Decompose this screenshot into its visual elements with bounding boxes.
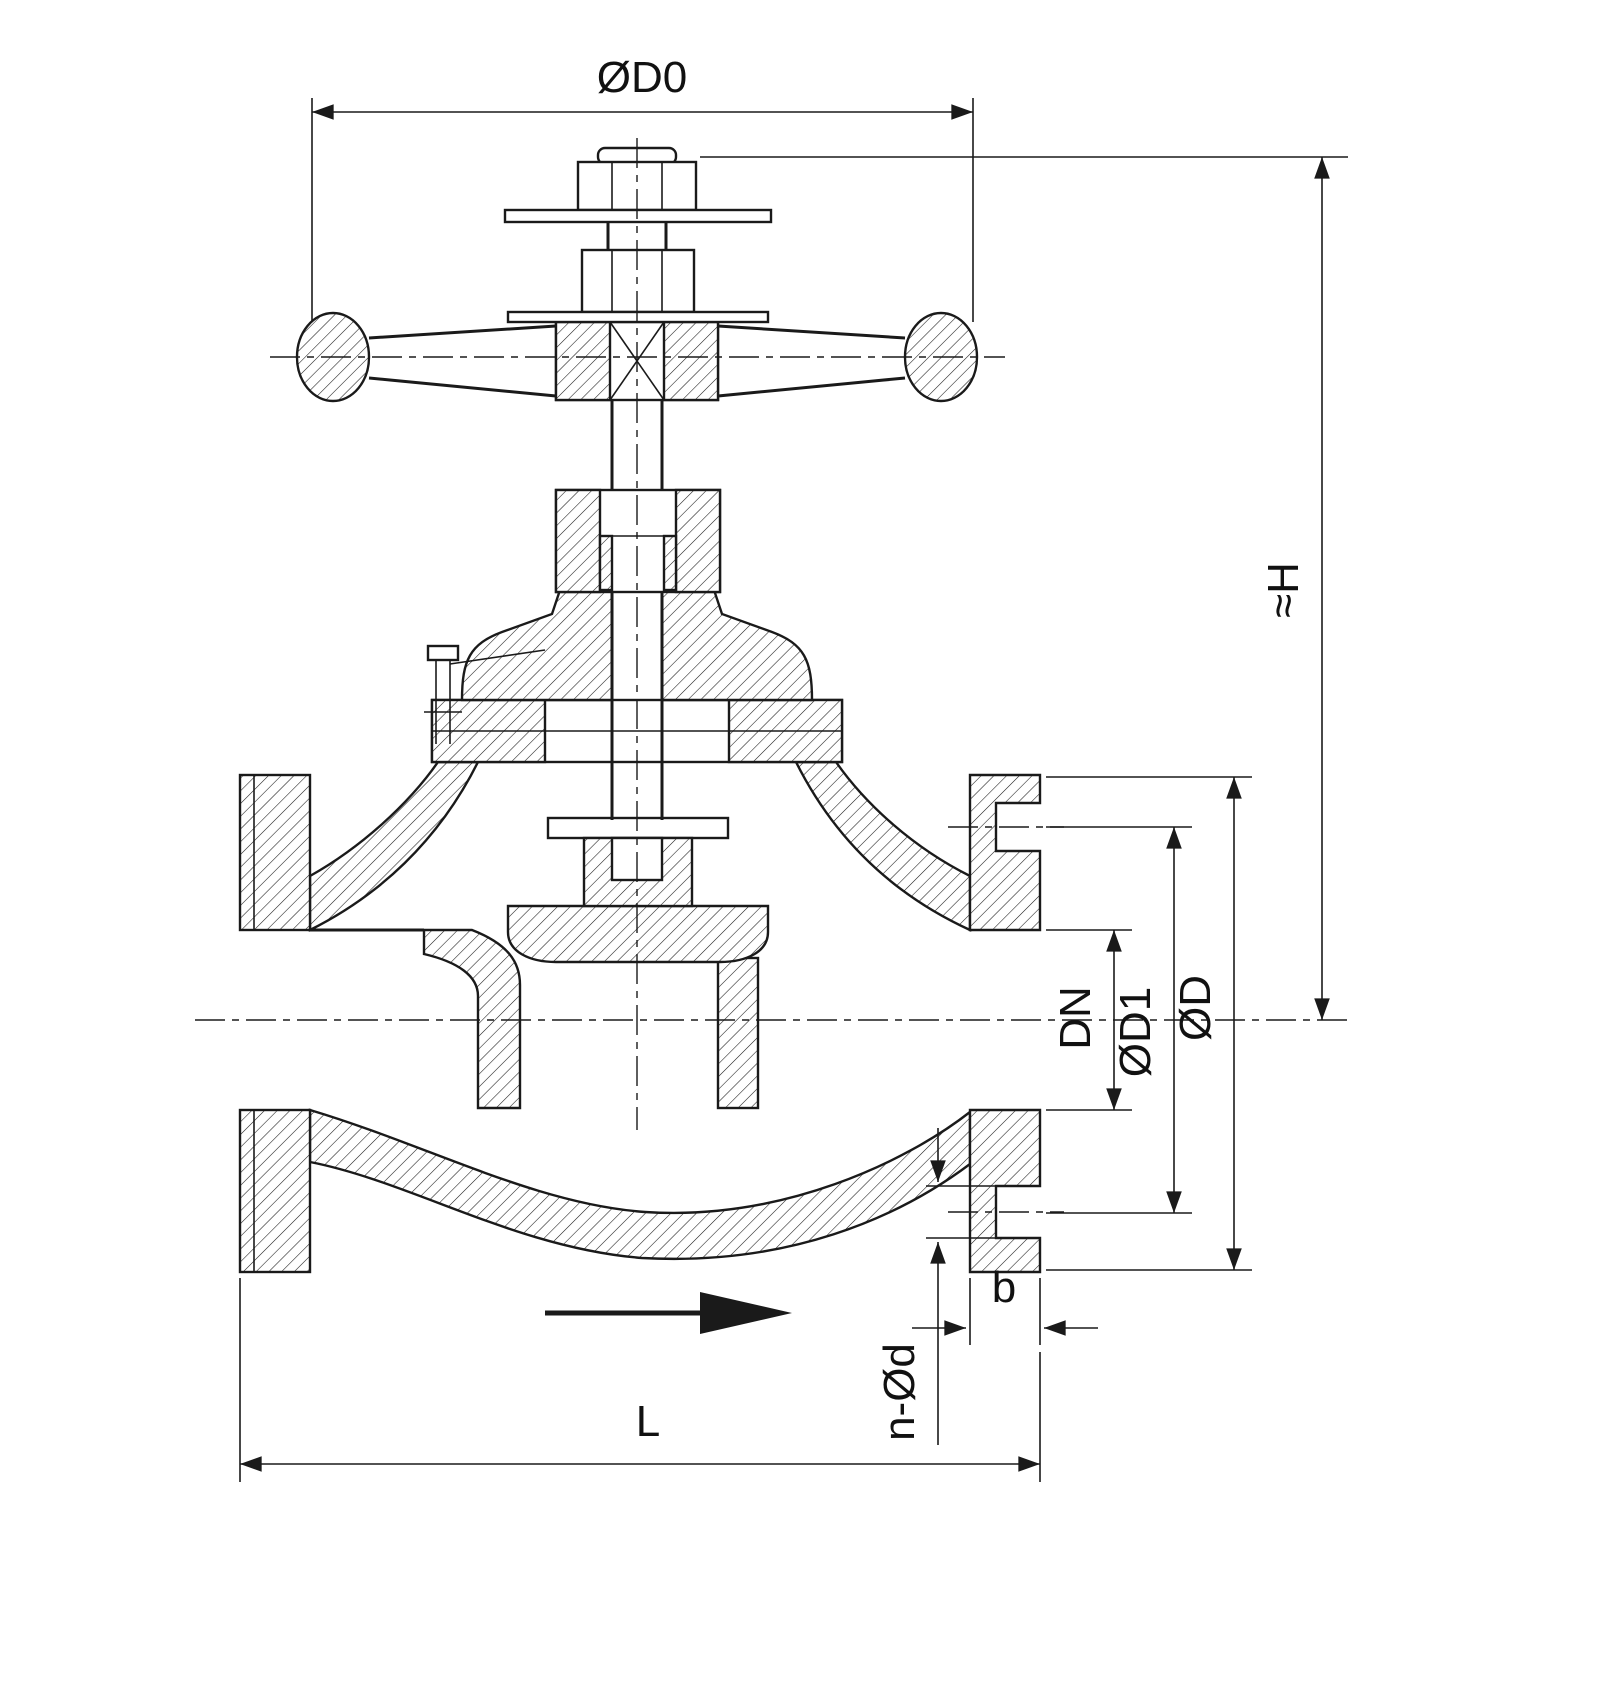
stem-top-fasteners xyxy=(503,146,773,324)
left-flange-upper xyxy=(238,773,312,932)
dimension-face-to-face: L xyxy=(239,1278,1041,1482)
flow-direction-arrow xyxy=(545,1292,792,1334)
bonnet-right-half xyxy=(660,588,814,702)
bonnet-left-half xyxy=(460,588,614,702)
valve-stem xyxy=(610,400,664,820)
dimension-bolt-circle: ØD1 xyxy=(1046,826,1192,1214)
dimension-label-d1: ØD1 xyxy=(1111,987,1160,1077)
dimension-label-dn: DN xyxy=(1051,986,1100,1050)
packing-left xyxy=(598,534,614,592)
swing-bolt-lever xyxy=(449,649,546,665)
dimension-flange-thickness: b xyxy=(912,1263,1098,1345)
spoke-bottom-left xyxy=(368,376,557,398)
dimension-label-b: b xyxy=(992,1263,1016,1312)
swing-bolt-head xyxy=(426,644,460,662)
packing-right xyxy=(662,534,678,592)
right-flange-lower xyxy=(968,1108,1042,1274)
dimension-label-l: L xyxy=(636,1397,660,1446)
gland-right-section xyxy=(674,488,722,594)
left-flange-lower xyxy=(238,1108,312,1274)
hub-washer xyxy=(506,310,770,324)
hub-left-section xyxy=(554,320,612,402)
body-neck-right xyxy=(794,760,972,932)
dimension-label-d: ØD xyxy=(1171,975,1220,1041)
top-washer xyxy=(503,208,773,224)
dimension-bolt-holes: n-Ød xyxy=(875,1128,996,1445)
gland-left-section xyxy=(554,488,602,594)
dimension-height: ≈H xyxy=(700,156,1348,1020)
dimension-label-d0: ØD0 xyxy=(597,53,687,102)
dimension-label-h: ≈H xyxy=(1259,562,1308,618)
flow-arrow-head xyxy=(700,1292,792,1334)
body-bottom-wall xyxy=(308,1108,972,1261)
disc-washer xyxy=(546,816,730,840)
dimension-nominal-bore: DN xyxy=(1046,929,1132,1111)
dimension-flange-outer-diameter: ØD xyxy=(1046,776,1252,1271)
hub-right-section xyxy=(662,320,720,402)
spoke-top-left xyxy=(368,324,557,340)
bonnet xyxy=(424,588,844,764)
dimension-label-n-d: n-Ød xyxy=(875,1343,924,1441)
seat-wall-right xyxy=(716,956,760,1110)
spoke-bottom-right xyxy=(717,376,906,398)
seat-wall-left xyxy=(422,928,522,1110)
dimension-handwheel-diameter: ØD0 xyxy=(311,53,974,322)
valve-body xyxy=(238,760,1042,1274)
gland-assembly xyxy=(554,488,722,594)
body-neck-left xyxy=(308,760,480,932)
right-flange-upper xyxy=(968,773,1042,932)
handwheel-nut xyxy=(580,248,696,314)
spoke-top-right xyxy=(717,324,906,340)
valve-disc xyxy=(506,904,770,964)
centerlines xyxy=(195,138,1350,1213)
